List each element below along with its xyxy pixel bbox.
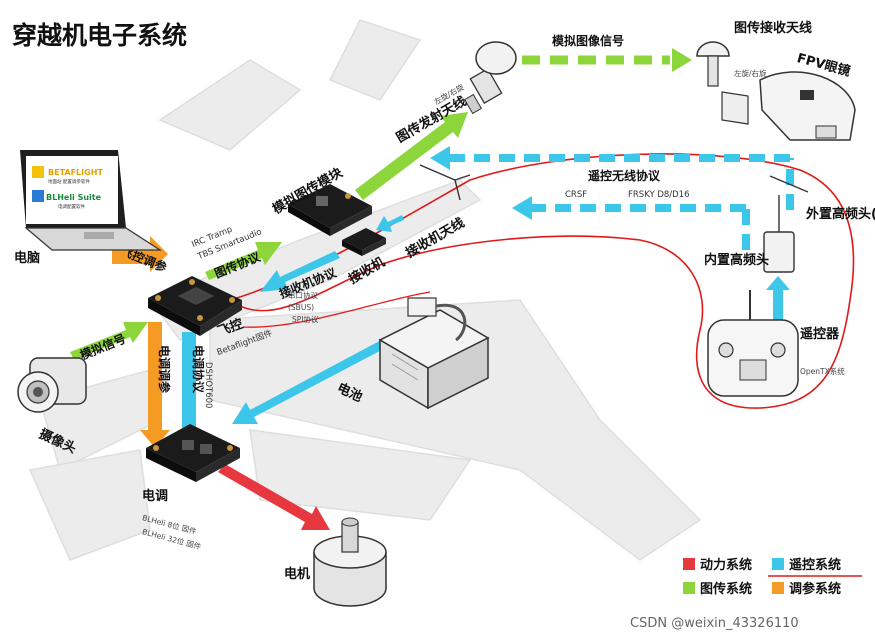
blheli-logo: [32, 190, 44, 202]
vrx-antenna-icon: [696, 41, 749, 125]
betaflight-desc: 地面站 配置调参软件: [48, 178, 90, 185]
flight-controller: [148, 276, 242, 336]
label-esc-tuning: 电调调参: [157, 345, 172, 394]
blheli-desc: 电调配置软件: [58, 203, 85, 210]
betaflight-logo: [32, 166, 44, 178]
receiver: [342, 228, 386, 256]
arrow-analog-signal: 模拟信号: [70, 322, 148, 363]
label-dshot: DSHOT600: [203, 362, 213, 408]
battery: [378, 297, 490, 410]
label-serial-protocol: 串口协议: [288, 290, 318, 300]
legend-power: 动力系统: [700, 557, 752, 573]
legend-tuning: 调参系统: [789, 581, 841, 597]
label-spi-protocol: SPI协议: [292, 314, 319, 324]
label-esc: 电调: [142, 488, 168, 504]
camera: [17, 357, 87, 413]
external-rf-module: [763, 175, 809, 273]
arrow-analog-image: 模拟图像信号: [522, 33, 692, 72]
label-remote: 遥控器: [800, 326, 840, 342]
vtx-antenna-icon: [463, 41, 517, 115]
blheli-name: BLHeli Suite: [46, 193, 102, 202]
arrow-rc-wireless-lower: [512, 196, 750, 250]
legend: 动力系统 遥控系统 图传系统 调参系统: [683, 557, 862, 597]
motor: [313, 517, 387, 607]
label-analog-signal: 模拟信号: [78, 331, 128, 363]
frame-silhouette: [28, 19, 702, 561]
page-title: 穿越机电子系统: [12, 21, 187, 50]
label-remote-system: OpenTX系统: [800, 366, 845, 376]
arrow-rxant-receiver: [376, 215, 404, 232]
rx-antenna-icon: [419, 164, 471, 201]
arrow-battery-esc: [232, 322, 420, 424]
label-rc-wireless: 遥控无线协议: [588, 168, 661, 183]
legend-swatch-tuning: [772, 582, 784, 594]
arrow-esc-motor: [218, 464, 330, 530]
label-internal-rf: 内置高频头: [704, 252, 769, 268]
arrow-vtx-antenna: [355, 112, 468, 200]
legend-swatch-power: [683, 558, 695, 570]
legend-swatch-vtx: [683, 582, 695, 594]
label-frsky: FRSKY D8/D16: [628, 190, 690, 200]
label-esc-protocol: 电调协议: [191, 345, 206, 394]
vtx-module: [288, 184, 372, 236]
label-sbus: (SBUS): [288, 303, 314, 312]
label-computer: 电脑: [14, 250, 40, 266]
label-motor: 电机: [284, 566, 310, 582]
betaflight-name: BETAFLIGHT: [48, 168, 103, 177]
esc-board: [146, 424, 240, 482]
label-external-rf: 外置高频头(可选): [805, 206, 875, 222]
watermark: CSDN @weixin_43326110: [630, 616, 799, 631]
label-vrx-antenna-polar: 左旋/右旋: [734, 68, 767, 78]
legend-rc: 遥控系统: [789, 557, 841, 573]
label-analog-image: 模拟图像信号: [552, 33, 624, 48]
fpv-goggles: [759, 71, 856, 141]
label-crsf: CRSF: [565, 190, 587, 200]
arrow-remote-external: [766, 276, 790, 330]
arrow-esc-protocol: 电调协议: [174, 332, 206, 458]
annotation-line: [242, 291, 431, 328]
arrow-esc-tuning: 电调调参: [140, 322, 172, 448]
legend-vtx: 图传系统: [700, 581, 752, 597]
legend-swatch-rc: [772, 558, 784, 570]
remote-controller: [707, 290, 799, 397]
annotation-loop: [228, 153, 855, 409]
label-vrx-antenna-1: 图传接收天线: [734, 20, 812, 36]
